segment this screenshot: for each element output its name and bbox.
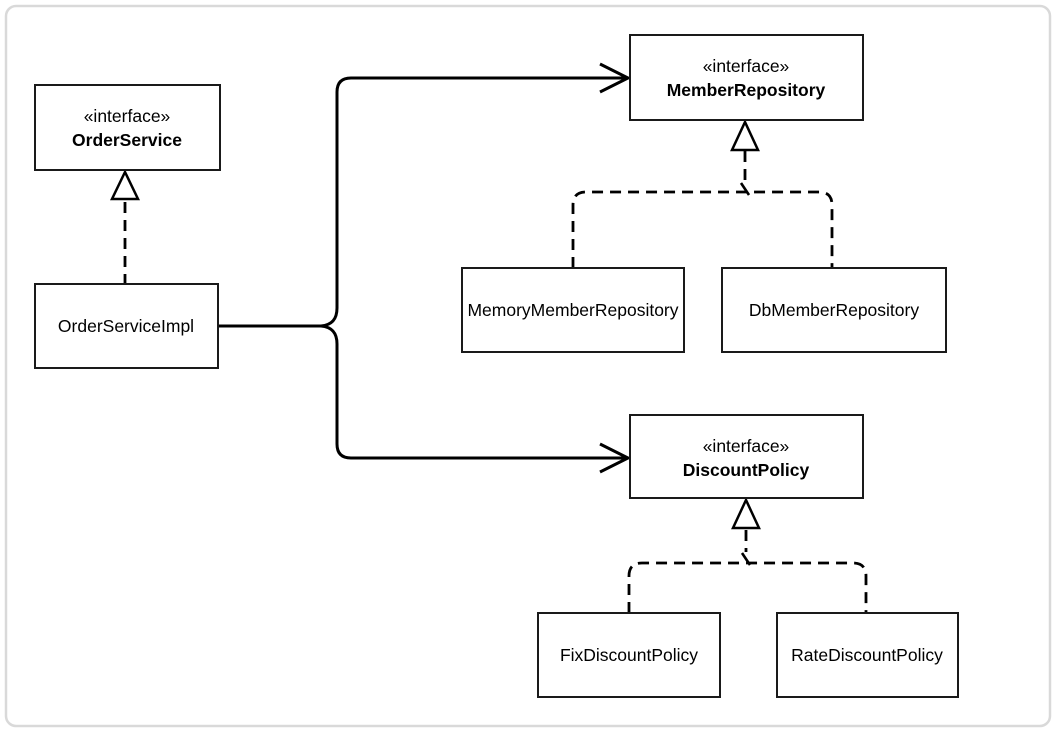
class-box xyxy=(721,267,947,353)
class-name-label: OrderService xyxy=(72,130,182,150)
class-box xyxy=(776,612,959,698)
class-node-rate-discount-policy: RateDiscountPolicy xyxy=(776,612,959,698)
class-name-label: MemoryMemberRepository xyxy=(467,300,678,320)
realization-edges-discount-policy xyxy=(627,497,868,613)
class-name-label: DiscountPolicy xyxy=(683,460,810,480)
class-name-label: FixDiscountPolicy xyxy=(560,645,698,665)
class-box xyxy=(461,267,685,353)
class-node-discount-policy: «interface» DiscountPolicy xyxy=(629,414,864,499)
class-box xyxy=(34,283,219,369)
class-name-label: DbMemberRepository xyxy=(749,300,919,320)
dashed-branch-line xyxy=(571,190,834,268)
diagram-frame-border xyxy=(4,4,1052,728)
dashed-junction-tick xyxy=(739,182,751,196)
dashed-branch-line xyxy=(627,561,868,613)
hollow-triangle-icon xyxy=(731,497,761,530)
class-node-fix-discount-policy: FixDiscountPolicy xyxy=(537,612,721,698)
hollow-triangle-icon xyxy=(110,169,140,201)
class-name-label: MemberRepository xyxy=(667,80,826,100)
stereotype-label: «interface» xyxy=(703,436,790,456)
class-box xyxy=(629,414,864,499)
class-node-db-member-repository: DbMemberRepository xyxy=(721,267,947,353)
class-box xyxy=(34,84,221,171)
class-box xyxy=(629,34,864,121)
class-node-order-service-impl: OrderServiceImpl xyxy=(34,283,219,369)
class-node-member-repository: «interface» MemberRepository xyxy=(629,34,864,121)
class-node-order-service: «interface» OrderService xyxy=(34,84,221,171)
open-arrowhead-icon xyxy=(599,442,632,474)
open-arrowhead-icon xyxy=(599,62,632,94)
class-name-label: RateDiscountPolicy xyxy=(791,645,943,665)
stereotype-label: «interface» xyxy=(703,56,790,76)
class-node-memory-member-repository: MemoryMemberRepository xyxy=(461,267,685,353)
realization-edge-order-service xyxy=(110,169,140,283)
dependency-line-to-member-repository xyxy=(320,76,626,328)
class-name-label: OrderServiceImpl xyxy=(58,316,194,336)
dependency-edges xyxy=(218,62,632,474)
class-box xyxy=(537,612,721,698)
realization-edges-member-repository xyxy=(571,119,834,268)
dependency-line-to-discount-policy xyxy=(320,324,626,460)
hollow-triangle-icon xyxy=(730,119,760,152)
stereotype-label: «interface» xyxy=(84,106,171,126)
